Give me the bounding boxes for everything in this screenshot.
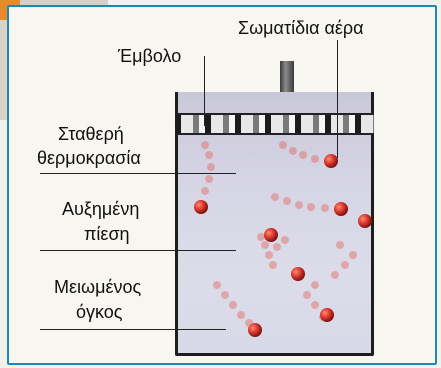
label-reduced-volume-line2: όγκος [76, 300, 122, 324]
label-reduced-volume-line1: Μειωμένος [54, 275, 141, 299]
leader-constant-temp [40, 173, 236, 174]
air-particle [248, 323, 262, 337]
particles [194, 154, 372, 337]
air-particle [334, 202, 348, 216]
label-increased-pressure-line2: πίεση [84, 222, 130, 246]
label-piston: Έμβολο [118, 44, 181, 68]
air-particles [175, 135, 374, 356]
label-constant-temp-line1: Σταθερή [58, 122, 124, 146]
air-particle [194, 200, 208, 214]
air-particle [264, 228, 278, 242]
label-air-particles: Σωματίδια αέρα [238, 16, 364, 40]
leader-piston [204, 56, 205, 126]
leader-reduced-volume [40, 329, 226, 330]
label-increased-pressure-line1: Αυξημένη [62, 197, 139, 221]
air-particle [291, 267, 305, 281]
leader-air-particles [337, 40, 338, 158]
label-constant-temp-line2: θερμοκρασία [37, 146, 141, 170]
particle-trails [201, 141, 357, 327]
air-particle [320, 308, 334, 322]
air-particle [358, 214, 372, 228]
leader-increased-pressure [40, 250, 236, 251]
air-particle [324, 154, 338, 168]
